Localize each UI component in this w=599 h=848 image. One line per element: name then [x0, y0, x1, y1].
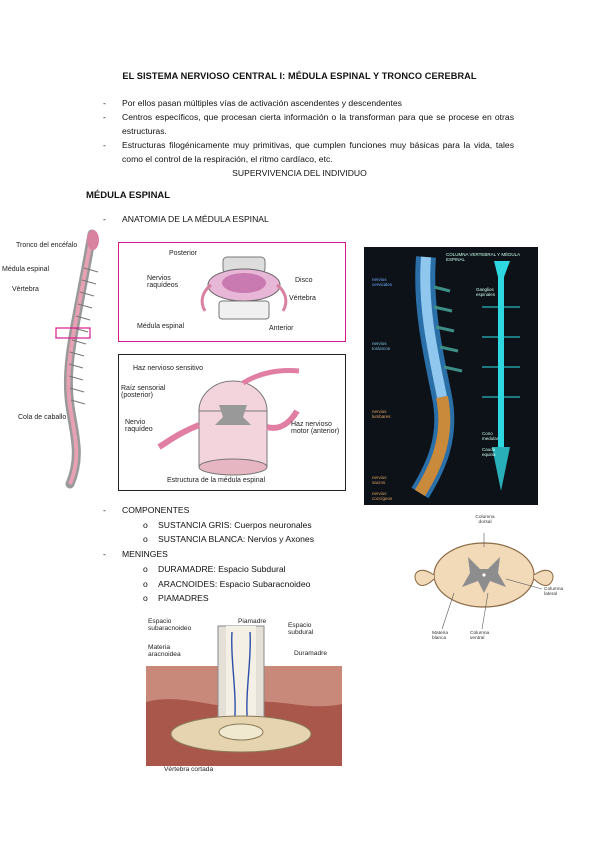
- meninges-item-1: DURAMADRE: Espacio Subdural: [158, 564, 286, 574]
- meninges-item-3: PIAMADRES: [158, 593, 209, 603]
- intro-bullet-list: - Por ellos pasan múltiples vías de acti…: [0, 96, 599, 186]
- label-medula-espinal: Médula espinal: [2, 266, 50, 273]
- dash: -: [103, 112, 106, 122]
- label-vertebra-2: Vértebra: [289, 295, 316, 302]
- dash: -: [103, 214, 106, 224]
- components-label: COMPONENTES: [122, 505, 190, 515]
- label-espacio-subdural: Espacio subdural: [288, 622, 314, 636]
- circle-bullet: o: [143, 534, 148, 544]
- dash: -: [103, 98, 106, 108]
- circle-bullet: o: [143, 520, 148, 530]
- intro-bullet-3: Estructuras filogénicamente muy primitiv…: [122, 140, 514, 164]
- label-disco: Disco: [295, 277, 313, 284]
- label-columna-lateral: Columna lateral: [544, 587, 564, 597]
- label-haz-sensitivo: Haz nervioso sensitivo: [133, 365, 204, 372]
- label-haz-motor: Haz nervioso motor (anterior): [291, 421, 340, 435]
- label-posterior: Posterior: [169, 250, 198, 257]
- label-cauda: Cauda equina: [482, 447, 496, 457]
- label-toracicos: nervios torácicos: [372, 341, 391, 351]
- intro-bullet-1: Por ellos pasan múltiples vías de activa…: [122, 98, 402, 108]
- dash: -: [103, 549, 106, 559]
- anatomy-item: ANATOMIA DE LA MÉDULA ESPINAL: [122, 214, 269, 224]
- circle-bullet: o: [143, 593, 148, 603]
- cord-cross-section: Columna dorsal Columna lateral Materia b…: [410, 513, 580, 653]
- structure-caption: Estructura de la médula espinal: [167, 477, 266, 484]
- label-cervicales: nervios cervicales: [372, 277, 393, 287]
- label-sacros: nervios sacros: [372, 475, 387, 485]
- meninges-item-2: ARACNOIDES: Espacio Subaracnoideo: [158, 579, 311, 589]
- intro-bullet-2: Centros específicos, que procesan cierta…: [122, 112, 514, 136]
- column-title: COLUMNA VERTEBRAL Y MÉDULA ESPINAL: [446, 252, 520, 262]
- label-espacio-subaracnoideo: Espacio subaracnoideo: [148, 618, 192, 632]
- label-vertebra-cortada: Vértebra cortada: [164, 766, 214, 773]
- label-cono: Cono medular: [482, 431, 499, 441]
- vertebra-section-diagram: Posterior Nervios raquídeos Disco Vérteb…: [118, 242, 346, 342]
- label-nervios-raquideos: Nervios raquídeos: [147, 275, 179, 289]
- label-medula-espinal-2: Médula espinal: [137, 323, 185, 330]
- page-title: EL SISTEMA NERVIOSO CENTRAL I: MÉDULA ES…: [122, 71, 477, 81]
- section-heading: MÉDULA ESPINAL: [86, 190, 171, 201]
- cord-structure-diagram: Haz nervioso sensitivo Raíz sensorial (p…: [118, 354, 346, 491]
- label-raiz-sensorial: Raíz sensorial (posterior): [121, 385, 166, 399]
- label-coccigeos: nervios coccígeos: [372, 491, 393, 501]
- label-anterior: Anterior: [269, 325, 294, 332]
- dash: -: [103, 140, 106, 150]
- label-cola-caballo: Cola de caballo: [18, 414, 67, 421]
- label-materia-blanca: Materia blanca: [432, 631, 448, 641]
- component-item-1: SUSTANCIA GRIS: Cuerpos neuronales: [158, 520, 312, 530]
- label-vertebra: Vértebra: [12, 286, 39, 293]
- label-columna-dorsal: Columna dorsal: [475, 515, 495, 525]
- spine-illustration: Tronco del encéfalo Médula espinal Vérte…: [0, 228, 118, 490]
- meninges-label: MENINGES: [122, 549, 168, 559]
- vertebral-column-image: COLUMNA VERTEBRAL Y MÉDULA ESPINAL nervi…: [364, 247, 538, 505]
- label-materia-aracnoidea: Materia aracnoidea: [148, 644, 181, 658]
- label-piamadre: Piamadre: [238, 618, 267, 625]
- label-columna-ventral: Columna ventral: [470, 631, 490, 641]
- label-tronco: Tronco del encéfalo: [16, 242, 78, 249]
- circle-bullet: o: [143, 579, 148, 589]
- label-lumbares: nervios lumbares: [372, 409, 391, 419]
- meninges-illustration: Espacio subaracnoideo Piamadre Espacio s…: [146, 612, 342, 778]
- label-nervio-raquideo: Nervio raquídeo: [125, 419, 153, 433]
- label-ganglios: Ganglios espinales: [476, 287, 496, 297]
- circle-bullet: o: [143, 564, 148, 574]
- component-item-2: SUSTANCIA BLANCA: Nervios y Axones: [158, 534, 315, 544]
- label-duramadre: Duramadre: [294, 650, 327, 657]
- survival-line: SUPERVIVENCIA DEL INDIVIDUO: [232, 168, 367, 178]
- dash: -: [103, 505, 106, 515]
